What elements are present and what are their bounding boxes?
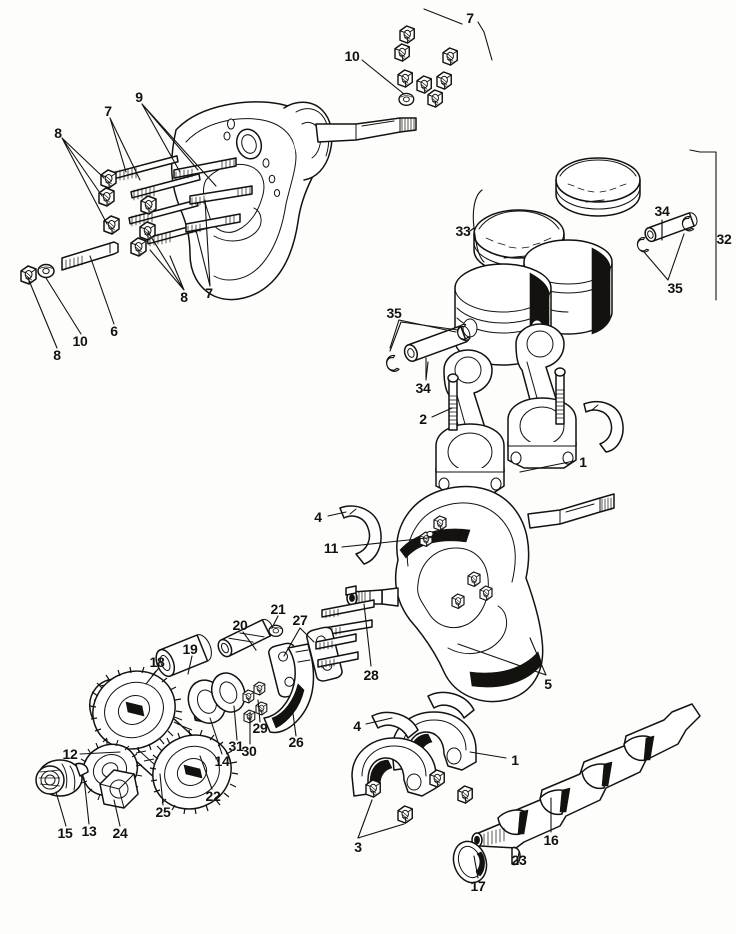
callout-21: 21 (270, 601, 286, 617)
loose-nut-cluster (394, 25, 458, 108)
callout-13: 13 (81, 823, 97, 839)
sprocket-hardware (35, 618, 343, 809)
callout-7c: 7 (205, 285, 213, 301)
flywheel-assembly (170, 101, 417, 301)
callout-19: 19 (182, 641, 198, 657)
callout-7b: 7 (104, 103, 112, 119)
connecting-rod-bolts (447, 367, 566, 431)
callout-26: 26 (288, 734, 304, 750)
callout-23: 23 (511, 852, 527, 868)
camshaft (452, 703, 701, 884)
callout-29: 29 (252, 720, 268, 736)
callout-18: 18 (149, 654, 165, 670)
callout-10b: 10 (72, 333, 88, 349)
callout-12: 12 (62, 746, 78, 762)
callout-8c: 8 (53, 347, 61, 363)
callout-9: 9 (135, 89, 143, 105)
callout-22: 22 (205, 788, 221, 804)
callout-27: 27 (292, 612, 308, 628)
connecting-rod-rear (507, 323, 577, 469)
piston-pin-kit-right (635, 149, 717, 301)
callout-14: 14 (214, 753, 230, 769)
callout-7: 7 (466, 10, 474, 26)
main-bearing-shell-upper (339, 505, 382, 565)
callout-25: 25 (155, 804, 171, 820)
callout-31: 31 (228, 738, 244, 754)
callout-8: 8 (54, 125, 62, 141)
callout-8b: 8 (180, 289, 188, 305)
callout-30: 30 (241, 743, 257, 759)
callout-20: 20 (232, 617, 248, 633)
callout-32: 32 (716, 231, 732, 247)
callout-35b: 35 (386, 305, 402, 321)
callout-35: 35 (667, 280, 683, 296)
callout-1: 1 (579, 454, 587, 470)
timing-chain-assembly (79, 666, 239, 815)
callout-15: 15 (57, 825, 73, 841)
tensioner-studs (315, 633, 359, 669)
callout-28: 28 (363, 667, 379, 683)
stud-and-nut-group (20, 155, 253, 285)
connecting-rod-front (435, 349, 505, 495)
callout-10: 10 (344, 48, 360, 64)
callout-34b: 34 (415, 380, 431, 396)
callout-4b: 4 (353, 718, 361, 734)
crankshaft-assembly (321, 485, 615, 703)
callout-6: 6 (110, 323, 118, 339)
callout-1b: 1 (511, 752, 519, 768)
callout-5: 5 (544, 676, 552, 692)
callout-16: 16 (543, 832, 559, 848)
callout-33: 33 (455, 223, 471, 239)
leader-lines (27, 8, 717, 879)
callout-17: 17 (470, 878, 486, 894)
callout-11: 11 (323, 540, 339, 556)
callout-24: 24 (112, 825, 128, 841)
callout-4: 4 (314, 509, 322, 525)
rod-bearing-shell (583, 400, 624, 453)
callout-3: 3 (354, 839, 362, 855)
callout-2: 2 (419, 411, 427, 427)
callout-34: 34 (654, 203, 670, 219)
main-bearing-caps (351, 691, 477, 824)
